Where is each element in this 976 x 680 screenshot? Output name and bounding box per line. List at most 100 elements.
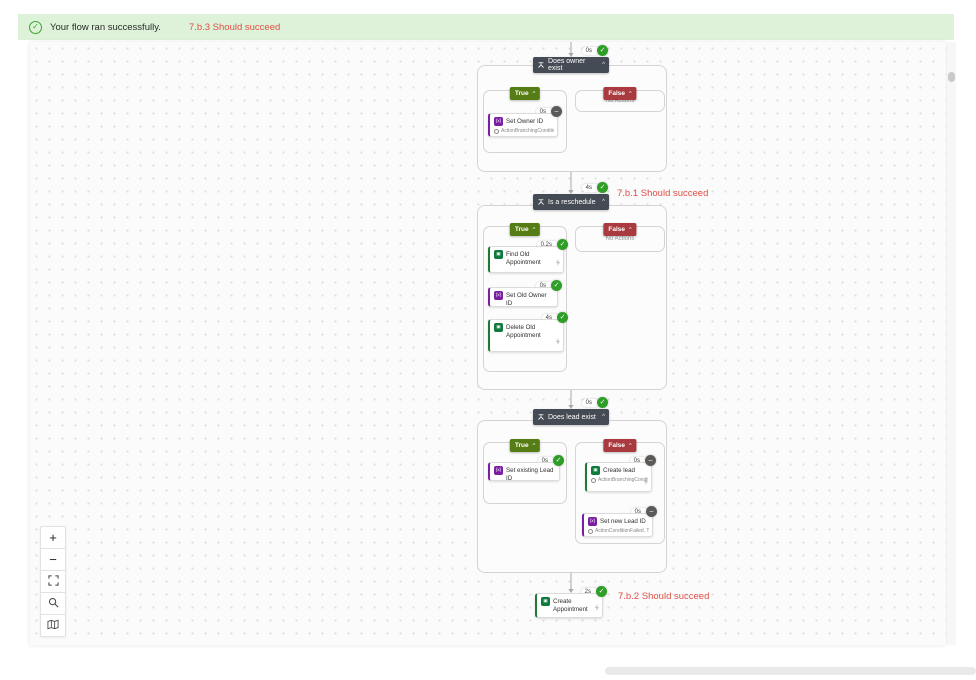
chevron-up-icon: ^ xyxy=(532,90,536,97)
timing-badge: 2s✓ xyxy=(561,585,607,598)
toolbar-search-button[interactable] xyxy=(40,592,66,615)
duration-label: 2s xyxy=(580,587,598,596)
clock-icon xyxy=(494,128,499,134)
status-skipped-icon: – xyxy=(551,106,562,117)
minus-icon: − xyxy=(49,552,57,567)
canvas-zoom-toolbar: +− xyxy=(40,526,66,637)
action-card-set-owner-id[interactable]: {x}Set Owner ID ActionBranchingCondition.… xyxy=(488,113,558,137)
duration-label: 0s xyxy=(581,46,599,55)
timing-badge: 4s✓ xyxy=(562,181,608,194)
action-card-create-lead[interactable]: ▣Create leadActionBranchingCondition... xyxy=(585,462,652,492)
chevron-up-icon: ^ xyxy=(629,442,632,449)
lightning-icon xyxy=(555,338,561,345)
card-footer-icon xyxy=(594,598,600,616)
dataverse-icon: ▣ xyxy=(494,250,503,259)
toolbar-minimap-button[interactable] xyxy=(40,614,66,637)
action-subtitle: ActionBranchingCondition... xyxy=(494,128,554,134)
toolbar-zoom-out-button[interactable]: − xyxy=(40,548,66,571)
duration-label: 4s xyxy=(541,313,559,322)
check-circle-icon: ✓ xyxy=(29,20,42,34)
branch-label: True xyxy=(514,90,529,97)
duration-label: 0s xyxy=(537,456,555,465)
action-card-delete-old-appointment[interactable]: ▣Delete Old Appointment xyxy=(488,319,564,352)
status-success-icon: ✓ xyxy=(557,239,568,250)
timing-badge: 0s✓ xyxy=(562,396,608,409)
action-card-set-old-owner-id[interactable]: {x}Set Old Owner ID xyxy=(488,287,558,307)
toolbar-fit-view-button[interactable] xyxy=(40,570,66,593)
condition-header-g3[interactable]: Does lead exist ^ xyxy=(533,409,609,425)
card-footer-icon xyxy=(555,253,561,271)
clock-icon xyxy=(591,477,596,483)
no-actions-placeholder: No Actions xyxy=(605,236,635,242)
condition-label: Does lead exist xyxy=(548,413,596,421)
lightning-icon xyxy=(555,259,561,266)
duration-label: 0s xyxy=(535,107,553,116)
flow-annotation: 7.b.1 Should succeed xyxy=(617,188,709,199)
branch-false-pill[interactable]: False^ xyxy=(603,439,637,452)
chevron-up-icon: ^ xyxy=(629,226,632,233)
card-footer-icon xyxy=(555,332,561,350)
condition-label: Is a reschedule xyxy=(548,198,596,206)
condition-label: Does owner exist xyxy=(548,58,586,72)
timing-badge: 0s– xyxy=(611,505,657,518)
status-success-icon: ✓ xyxy=(597,182,608,193)
set-variable-icon: {x} xyxy=(494,117,503,126)
action-title: Delete Old Appointment xyxy=(506,324,541,339)
toolbar-zoom-in-button[interactable]: + xyxy=(40,526,66,549)
action-title: Set existing Lead ID xyxy=(506,467,554,482)
vertical-scrollbar[interactable] xyxy=(946,42,956,645)
action-card-create-appointment[interactable]: ▣Create Appointment xyxy=(535,593,603,618)
condition-icon xyxy=(538,414,544,420)
plus-icon: + xyxy=(49,530,57,545)
status-success-icon: ✓ xyxy=(596,586,607,597)
branch-label: True xyxy=(514,226,529,233)
branch-true-pill[interactable]: True^ xyxy=(509,223,541,236)
success-banner: ✓ Your flow ran successfully. 7.b.3 Shou… xyxy=(18,14,954,40)
branch-false-pill[interactable]: False^ xyxy=(603,87,637,100)
action-title: Set Owner ID xyxy=(506,118,544,125)
condition-header-g2[interactable]: Is a reschedule ^ xyxy=(533,194,609,210)
dataverse-icon: ▣ xyxy=(494,323,503,332)
branch-false-pill[interactable]: False^ xyxy=(603,223,637,236)
condition-icon xyxy=(538,199,544,205)
timing-badge: 0s– xyxy=(610,454,656,467)
status-skipped-icon: – xyxy=(645,455,656,466)
chevron-up-icon: ^ xyxy=(602,414,605,420)
timing-badge: 0s✓ xyxy=(516,279,562,292)
duration-label: 0s xyxy=(630,507,648,516)
action-title: Set new Lead ID xyxy=(600,518,646,525)
branch-true-pill[interactable]: True^ xyxy=(509,439,541,452)
action-card-set-existing-lead-id[interactable]: {x}Set existing Lead ID xyxy=(488,462,560,482)
action-subtitle: ActionBranchingCondition... xyxy=(591,477,648,483)
action-card-find-old-appointment[interactable]: ▣Find Old Appointment xyxy=(488,246,564,273)
condition-icon xyxy=(537,198,545,206)
chevron-up-icon: ^ xyxy=(532,226,536,233)
condition-icon xyxy=(537,61,545,69)
horizontal-scrollbar-thumb[interactable] xyxy=(605,667,976,675)
timing-badge: 0s– xyxy=(516,105,562,118)
duration-label: 0s xyxy=(581,398,599,407)
status-success-icon: ✓ xyxy=(553,455,564,466)
status-success-icon: ✓ xyxy=(557,312,568,323)
condition-icon xyxy=(537,413,545,421)
branch-label: False xyxy=(608,442,626,449)
vertical-scrollbar-thumb[interactable] xyxy=(948,72,955,82)
map-icon xyxy=(47,618,59,633)
condition-header-g1[interactable]: Does owner exist^ xyxy=(533,57,609,73)
chevron-up-icon: ^ xyxy=(602,199,605,205)
action-subtitle-text: ActionConditionFailed. The... xyxy=(595,528,649,534)
status-success-icon: ✓ xyxy=(597,45,608,56)
lightning-icon xyxy=(643,478,649,485)
duration-label: 0s xyxy=(535,281,553,290)
timing-badge: 0.2s✓ xyxy=(522,238,568,251)
branch-true-pill[interactable]: True^ xyxy=(509,87,541,100)
action-subtitle-text: ActionBranchingCondition... xyxy=(598,477,648,483)
flow-canvas[interactable]: Does owner exist^0s✓True^{x}Set Owner ID… xyxy=(30,42,946,645)
chevron-up-icon: ^ xyxy=(629,90,632,97)
action-title: Create Appointment xyxy=(553,598,588,613)
status-success-icon: ✓ xyxy=(551,280,562,291)
condition-icon xyxy=(538,62,544,68)
no-actions-placeholder: No Actions xyxy=(605,98,635,104)
